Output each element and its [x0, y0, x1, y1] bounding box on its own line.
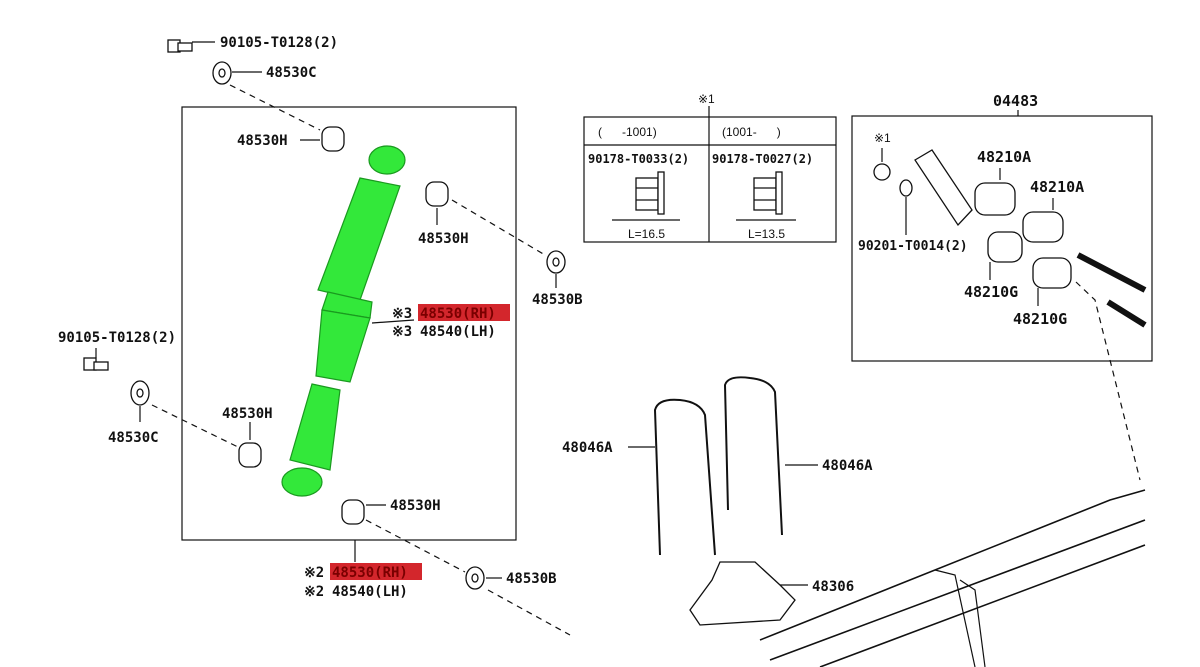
kit-title: 04483	[993, 92, 1038, 110]
nut-col1-length: L=16.5	[628, 227, 665, 241]
label-shock-rh: 48530(RH)	[420, 306, 496, 322]
label-bottom-lh: 48540(LH)	[332, 584, 408, 600]
label-kit-a1: 48210A	[977, 148, 1031, 166]
nut-col2-part: 90178-T0027(2)	[712, 152, 813, 166]
spring-clip-icon	[934, 569, 986, 667]
label-washer-b2: 48530B	[506, 571, 557, 587]
bushing-h4-icon	[341, 499, 365, 525]
label-kit-a2: 48210A	[1030, 178, 1084, 196]
shock-assembly-frame	[181, 106, 517, 541]
shackle-pin-icon	[1076, 252, 1147, 328]
kit-box: 04483 ※1 90201-T0014(2) 48210A 48210A 48…	[851, 92, 1153, 362]
nut-col1-part: 90178-T0033(2)	[588, 152, 689, 166]
bushing-h2-icon	[425, 181, 449, 207]
label-kit-washer: 90201-T0014(2)	[858, 239, 968, 254]
highlight-shock-rh	[418, 304, 510, 321]
bushing-h1-icon	[321, 126, 345, 152]
label-bushing-h1: 48530H	[237, 133, 288, 149]
label-washer-top: 48530C	[266, 65, 317, 81]
highlight-bottom-rh	[330, 563, 422, 580]
flange-nut-icon	[612, 171, 680, 221]
label-kit-g2: 48210G	[1013, 310, 1067, 328]
washer-icon	[899, 179, 913, 197]
label-ubolt-2: 48046A	[822, 458, 873, 474]
bolt-left-icon	[83, 357, 109, 371]
flange-nut-icon	[736, 171, 796, 221]
label-washer-b1: 48530B	[532, 292, 583, 308]
bottom-lh-mark: ※2	[304, 584, 324, 600]
label-bottom-rh: 48530(RH)	[332, 565, 408, 581]
bumper-icon	[689, 561, 796, 626]
kit-note: ※1	[874, 131, 891, 145]
bushing-g2-icon	[1032, 257, 1072, 289]
label-bumper: 48306	[812, 579, 854, 595]
nut-table: ※1 ( -1001) (1001- ) 90178-T0033(2) 9017…	[583, 92, 837, 243]
shock-absorber-icon	[281, 145, 406, 497]
label-ubolt-1: 48046A	[562, 440, 613, 456]
bushing-h3-icon	[238, 442, 262, 468]
nut-icon	[873, 163, 891, 181]
bushing-a1-icon	[974, 182, 1016, 216]
u-bolt-2-icon	[723, 376, 783, 536]
bottom-rh-mark: ※2	[304, 565, 324, 581]
label-bolt-top: 90105-T0128(2)	[220, 35, 338, 51]
nut-col2-length: L=13.5	[748, 227, 785, 241]
label-bolt-left: 90105-T0128(2)	[58, 330, 176, 346]
nut-table-note: ※1	[698, 92, 715, 106]
label-shock-lh: 48540(LH)	[420, 324, 496, 340]
shackle-plate-icon	[914, 149, 973, 227]
nut-col1-range: ( -1001)	[598, 125, 657, 139]
bolt-top-icon	[167, 39, 193, 53]
label-bushing-h4: 48530H	[390, 498, 441, 514]
label-kit-g1: 48210G	[964, 283, 1018, 301]
bushing-a2-icon	[1022, 211, 1064, 243]
nut-col2-range: (1001- )	[722, 125, 781, 139]
label-washer-left: 48530C	[108, 430, 159, 446]
shock-rh-mark: ※3	[392, 306, 412, 322]
bushing-g1-icon	[987, 231, 1023, 263]
label-bushing-h3: 48530H	[222, 406, 273, 422]
label-bushing-h2: 48530H	[418, 231, 469, 247]
shock-lh-mark: ※3	[392, 324, 412, 340]
u-bolt-1-icon	[653, 398, 716, 556]
leaf-spring-icon	[759, 489, 1146, 667]
